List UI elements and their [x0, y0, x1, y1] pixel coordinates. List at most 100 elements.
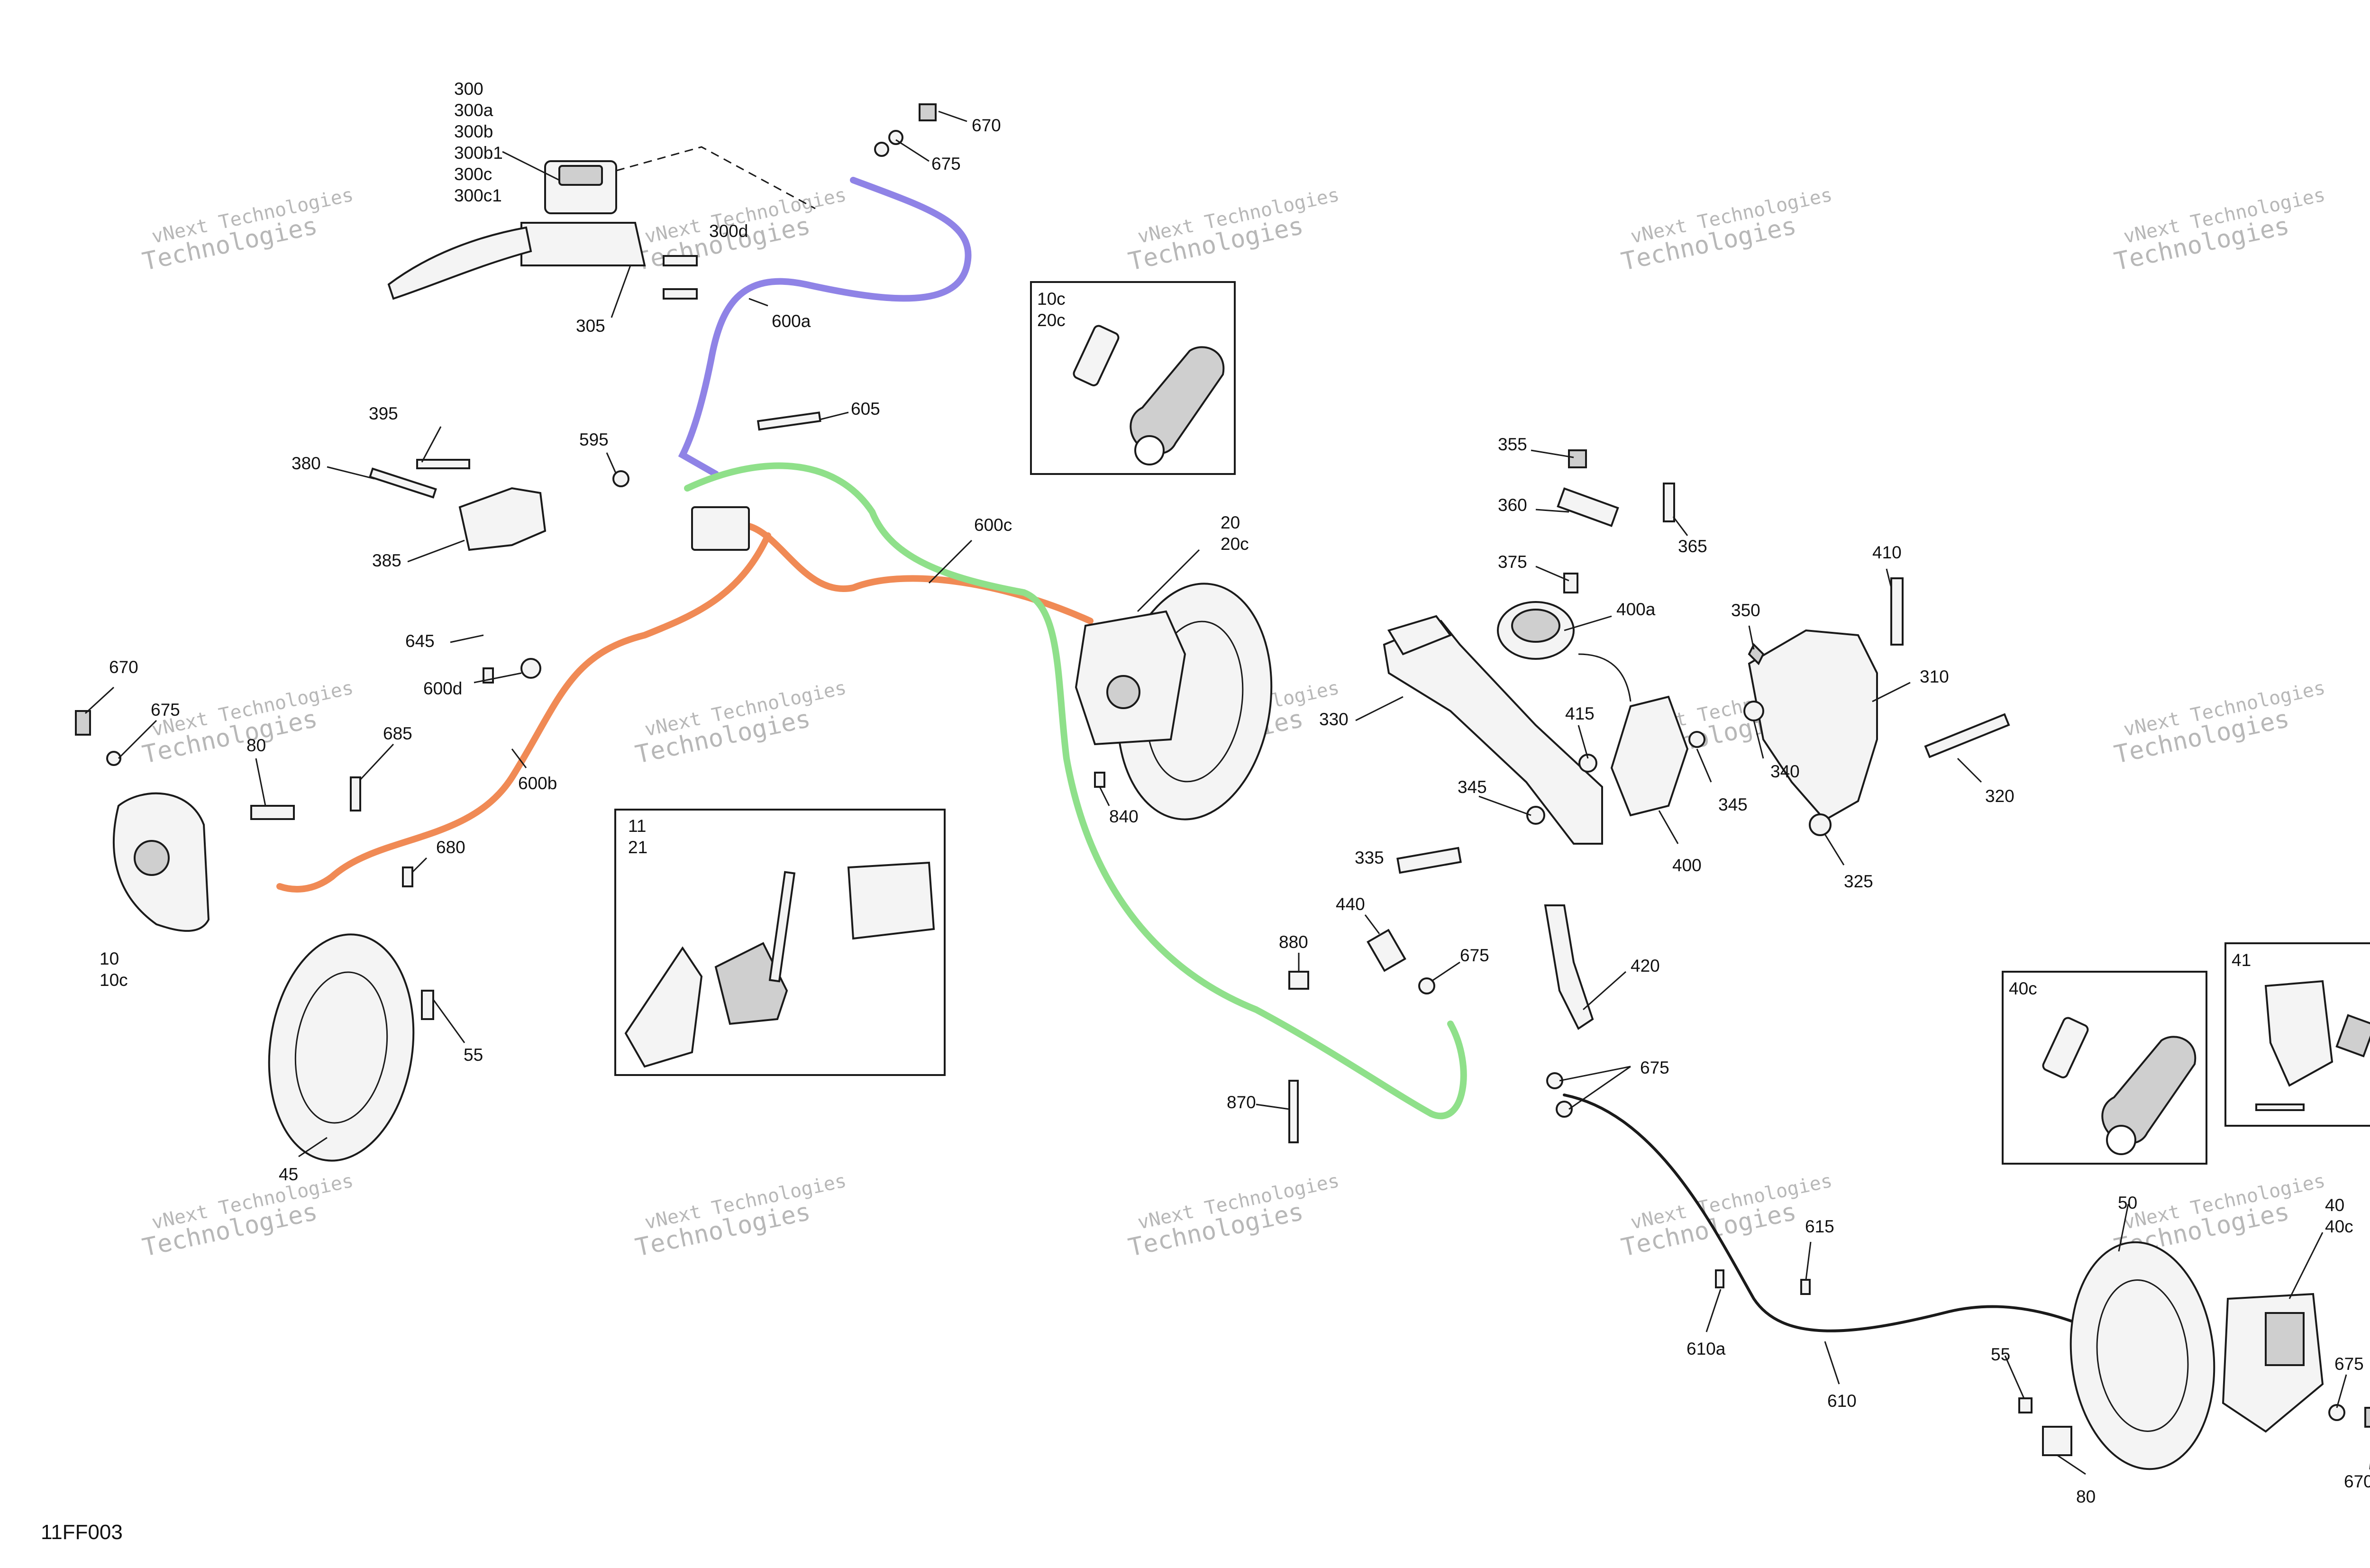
callout-600b: 600b	[518, 774, 557, 793]
washer-675	[874, 142, 889, 157]
banjo-bolt-top	[874, 103, 937, 157]
diagram-code: 11FF003	[41, 1521, 123, 1544]
reservoir-cap	[1511, 609, 1560, 643]
disc-front-left	[268, 933, 434, 1162]
bolt-55	[2018, 1397, 2033, 1413]
callout-385: 385	[372, 551, 401, 570]
callout-840: 840	[1109, 807, 1139, 826]
brake-line-600c	[684, 462, 1467, 1120]
bleeder-cap	[2101, 1036, 2197, 1144]
nut-595	[612, 470, 629, 487]
callout-870: 870	[1227, 1093, 1256, 1112]
callout-600d: 600d	[423, 679, 462, 698]
bolt-355	[1568, 449, 1587, 468]
callout-21-box: 21	[628, 838, 647, 857]
caliper-piston	[134, 840, 170, 876]
callout-360: 360	[1498, 495, 1527, 515]
brake-line-600b	[276, 532, 771, 893]
banjo-bolt-670	[919, 103, 937, 121]
leader	[895, 139, 930, 162]
callout-670: 670	[2344, 1472, 2370, 1491]
leader-dash	[616, 146, 816, 210]
nut-325	[1809, 813, 1832, 836]
leader	[1705, 1289, 1722, 1332]
bleeder-cap	[1130, 346, 1225, 455]
bolt-685	[350, 776, 361, 811]
leader	[1568, 1066, 1631, 1110]
leader	[1886, 568, 1892, 588]
leader	[1753, 720, 1764, 759]
leader	[1658, 810, 1679, 844]
nut-880	[1288, 971, 1309, 990]
callout-675: 675	[1640, 1058, 1669, 1077]
master-cylinder-assembly	[387, 146, 816, 300]
leader	[1256, 1103, 1290, 1110]
washer-345	[1526, 806, 1545, 825]
washer-675	[888, 130, 903, 145]
bolt-320	[1924, 713, 2010, 758]
callout-305: 305	[576, 316, 605, 336]
callout-40c: 40c	[2325, 1217, 2353, 1236]
caliper-disc-rear	[1715, 1241, 2370, 1470]
switch-440	[1367, 929, 1406, 972]
callout-880: 880	[1279, 932, 1308, 952]
callout-675: 675	[151, 700, 180, 720]
callout-615: 615	[1805, 1217, 1834, 1236]
callout-675: 675	[2334, 1354, 2364, 1374]
leader-lines	[84, 110, 2370, 1475]
leader	[511, 748, 527, 768]
leader	[938, 110, 967, 122]
clip-840	[1094, 772, 1105, 788]
caliper-disc-front-right	[1075, 583, 1273, 820]
master-cylinder-400	[1610, 695, 1689, 817]
leader	[606, 452, 617, 474]
screw-300d	[663, 255, 698, 266]
callout-375: 375	[1498, 552, 1527, 572]
leader	[1564, 615, 1612, 631]
callout-300b1: 300b1	[454, 143, 503, 163]
leader	[1099, 786, 1110, 806]
bolt-335	[1396, 847, 1462, 874]
callout-45: 45	[279, 1165, 298, 1184]
brake-line-600a	[678, 177, 972, 477]
pedal-tread	[1387, 615, 1452, 656]
bolt-55	[421, 990, 434, 1020]
callout-350: 350	[1731, 601, 1760, 620]
callout-325: 325	[1844, 872, 1873, 891]
callout-80: 80	[246, 736, 266, 755]
washer-345	[1688, 731, 1705, 748]
callout-335: 335	[1355, 848, 1384, 867]
callout-80: 80	[2076, 1487, 2096, 1506]
bolt-80	[250, 805, 295, 820]
leader	[502, 151, 560, 181]
leader	[820, 411, 849, 420]
caliper-piston	[2265, 1312, 2305, 1366]
leader	[2057, 1454, 2086, 1475]
callout-10c-box: 10c	[1037, 289, 1066, 309]
bleeder-cap-ring	[1134, 435, 1165, 465]
junction-block	[612, 411, 821, 551]
brake-pad	[2264, 980, 2334, 1087]
callout-395: 395	[369, 404, 398, 423]
callout-310: 310	[1920, 667, 1949, 686]
callout-670: 670	[109, 657, 138, 677]
bolt-380	[369, 467, 437, 499]
callout-300c: 300c	[454, 164, 492, 184]
leader	[474, 672, 522, 684]
callout-595: 595	[579, 430, 609, 449]
leader	[407, 539, 465, 563]
callout-605: 605	[851, 399, 880, 419]
bolt-80	[2042, 1426, 2072, 1456]
inset-box-bleeder-rear	[2002, 971, 2207, 1165]
leader	[1805, 1241, 1812, 1280]
callout-415: 415	[1565, 704, 1595, 723]
callout-610a: 610a	[1686, 1339, 1726, 1358]
leader	[748, 298, 768, 307]
callout-40: 40	[2325, 1195, 2344, 1215]
callout-300: 300	[454, 79, 483, 99]
clamp-600d	[520, 658, 541, 679]
pad-pin	[768, 871, 796, 983]
leader	[611, 265, 631, 318]
caliper-front-left	[75, 658, 541, 932]
